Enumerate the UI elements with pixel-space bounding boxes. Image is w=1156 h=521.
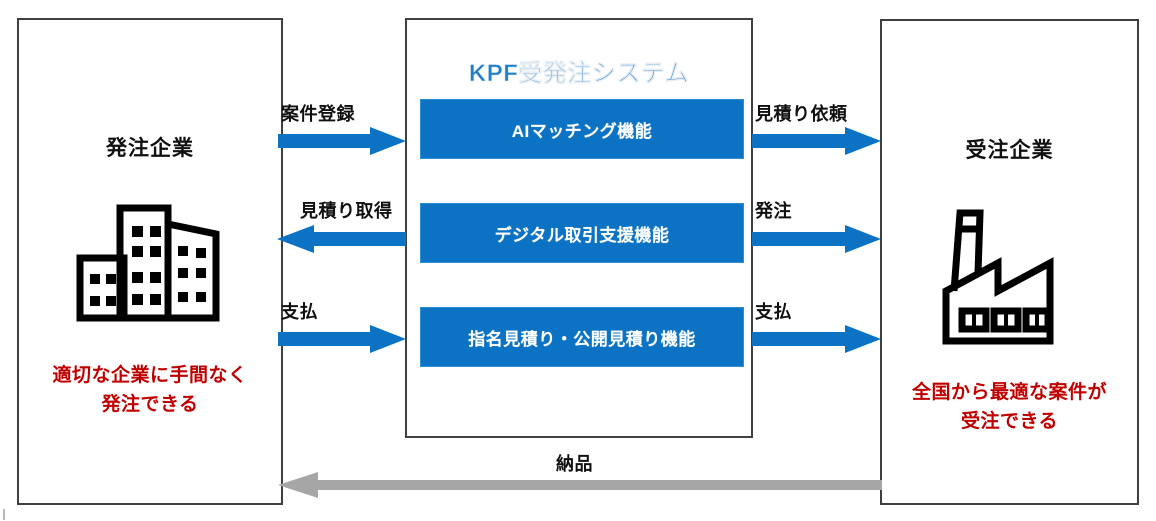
flow-arrow-payment-left <box>278 325 406 353</box>
office-buildings-icon <box>74 202 226 327</box>
left-company-note-line-0: 適切な企業に手間なく <box>52 365 248 386</box>
flow-label-payment-left: 支払 <box>281 302 318 322</box>
flow-arrow-payment-right <box>752 325 881 353</box>
flow-label-delivery: 納品 <box>556 454 593 474</box>
flow-label-quotation-received: 見積り取得 <box>300 201 393 221</box>
flow-label-quotation-request: 見積り依頼 <box>755 104 848 124</box>
right-company-box: 受注企業 全国から最適な案件が 受注できる <box>880 19 1139 505</box>
right-company-title: 受注企業 <box>965 139 1054 162</box>
flow-arrow-case-registration <box>278 127 406 155</box>
feature-box-quotation[interactable]: 指名見積り・公開見積り機能 <box>420 307 744 367</box>
right-company-note: 全国から最適な案件が 受注できる <box>882 378 1137 437</box>
left-company-title: 発注企業 <box>106 137 194 160</box>
flow-label-payment-right: 支払 <box>755 302 792 322</box>
feature-box-digital-transaction[interactable]: デジタル取引支援機能 <box>420 203 744 263</box>
flow-label-case-registration: 案件登録 <box>281 104 355 124</box>
feature-box-ai-matching[interactable]: AIマッチング機能 <box>420 99 744 159</box>
left-company-box: 発注企業 <box>17 18 283 505</box>
right-company-note-line-1: 受注できる <box>960 411 1059 433</box>
factory-icon <box>940 207 1080 352</box>
system-title: KPF受発注システム <box>468 60 690 88</box>
flow-arrow-order <box>752 225 881 253</box>
flow-label-order: 発注 <box>755 201 792 221</box>
left-company-note: 適切な企業に手間なく 発注できる <box>19 361 281 420</box>
flow-arrow-quotation-received <box>277 225 406 253</box>
left-company-note-line-1: 発注できる <box>101 394 199 416</box>
flow-arrow-delivery <box>278 472 882 498</box>
scan-artifact <box>3 509 5 520</box>
system-box: KPF受発注システム AIマッチング機能 デジタル取引支援機能 指名見積り・公開… <box>405 18 753 438</box>
right-company-note-line-0: 全国から最適な案件が <box>911 382 1107 403</box>
flow-arrow-quotation-request <box>752 127 881 155</box>
